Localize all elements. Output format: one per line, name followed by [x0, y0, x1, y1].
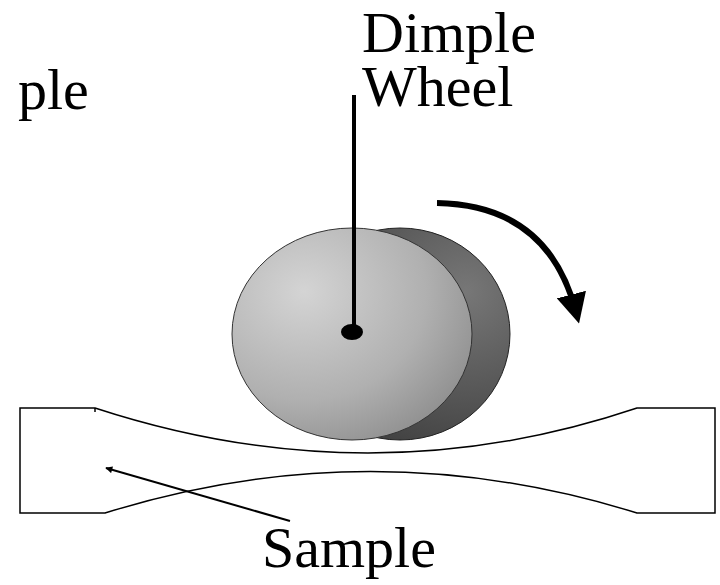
slide-title-fragment: ple [18, 63, 138, 117]
part-label: Sample [262, 521, 492, 575]
dimple-wheel [232, 228, 510, 440]
axis-line [341, 95, 363, 340]
part-label: Dimple Wheel [362, 6, 550, 114]
rotation-arrow [437, 203, 576, 312]
leader-line [106, 468, 290, 521]
